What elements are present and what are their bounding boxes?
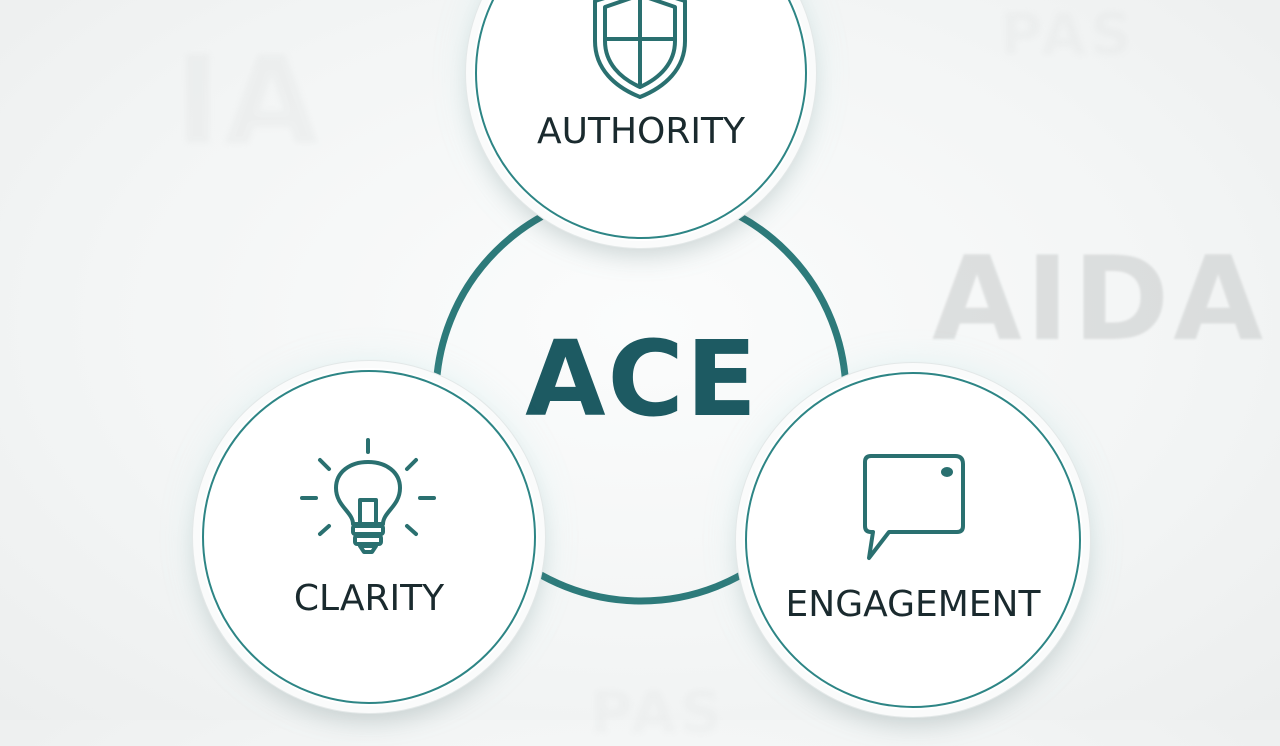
background-word-aida: AIDA <box>932 232 1267 367</box>
node-clarity: CLARITY <box>200 368 538 706</box>
background-word-pas-top: PAS <box>1000 0 1136 68</box>
center-title: ACE <box>525 318 759 440</box>
background-word-ia: IA <box>175 30 323 172</box>
chat-bubble-icon <box>863 454 965 560</box>
node-label-authority: AUTHORITY <box>537 111 745 152</box>
node-engagement: ENGAGEMENT <box>743 370 1083 710</box>
node-label-engagement: ENGAGEMENT <box>785 584 1041 625</box>
lightbulb-icon <box>300 438 436 554</box>
shield-icon <box>593 0 687 99</box>
node-label-clarity: CLARITY <box>293 578 445 619</box>
